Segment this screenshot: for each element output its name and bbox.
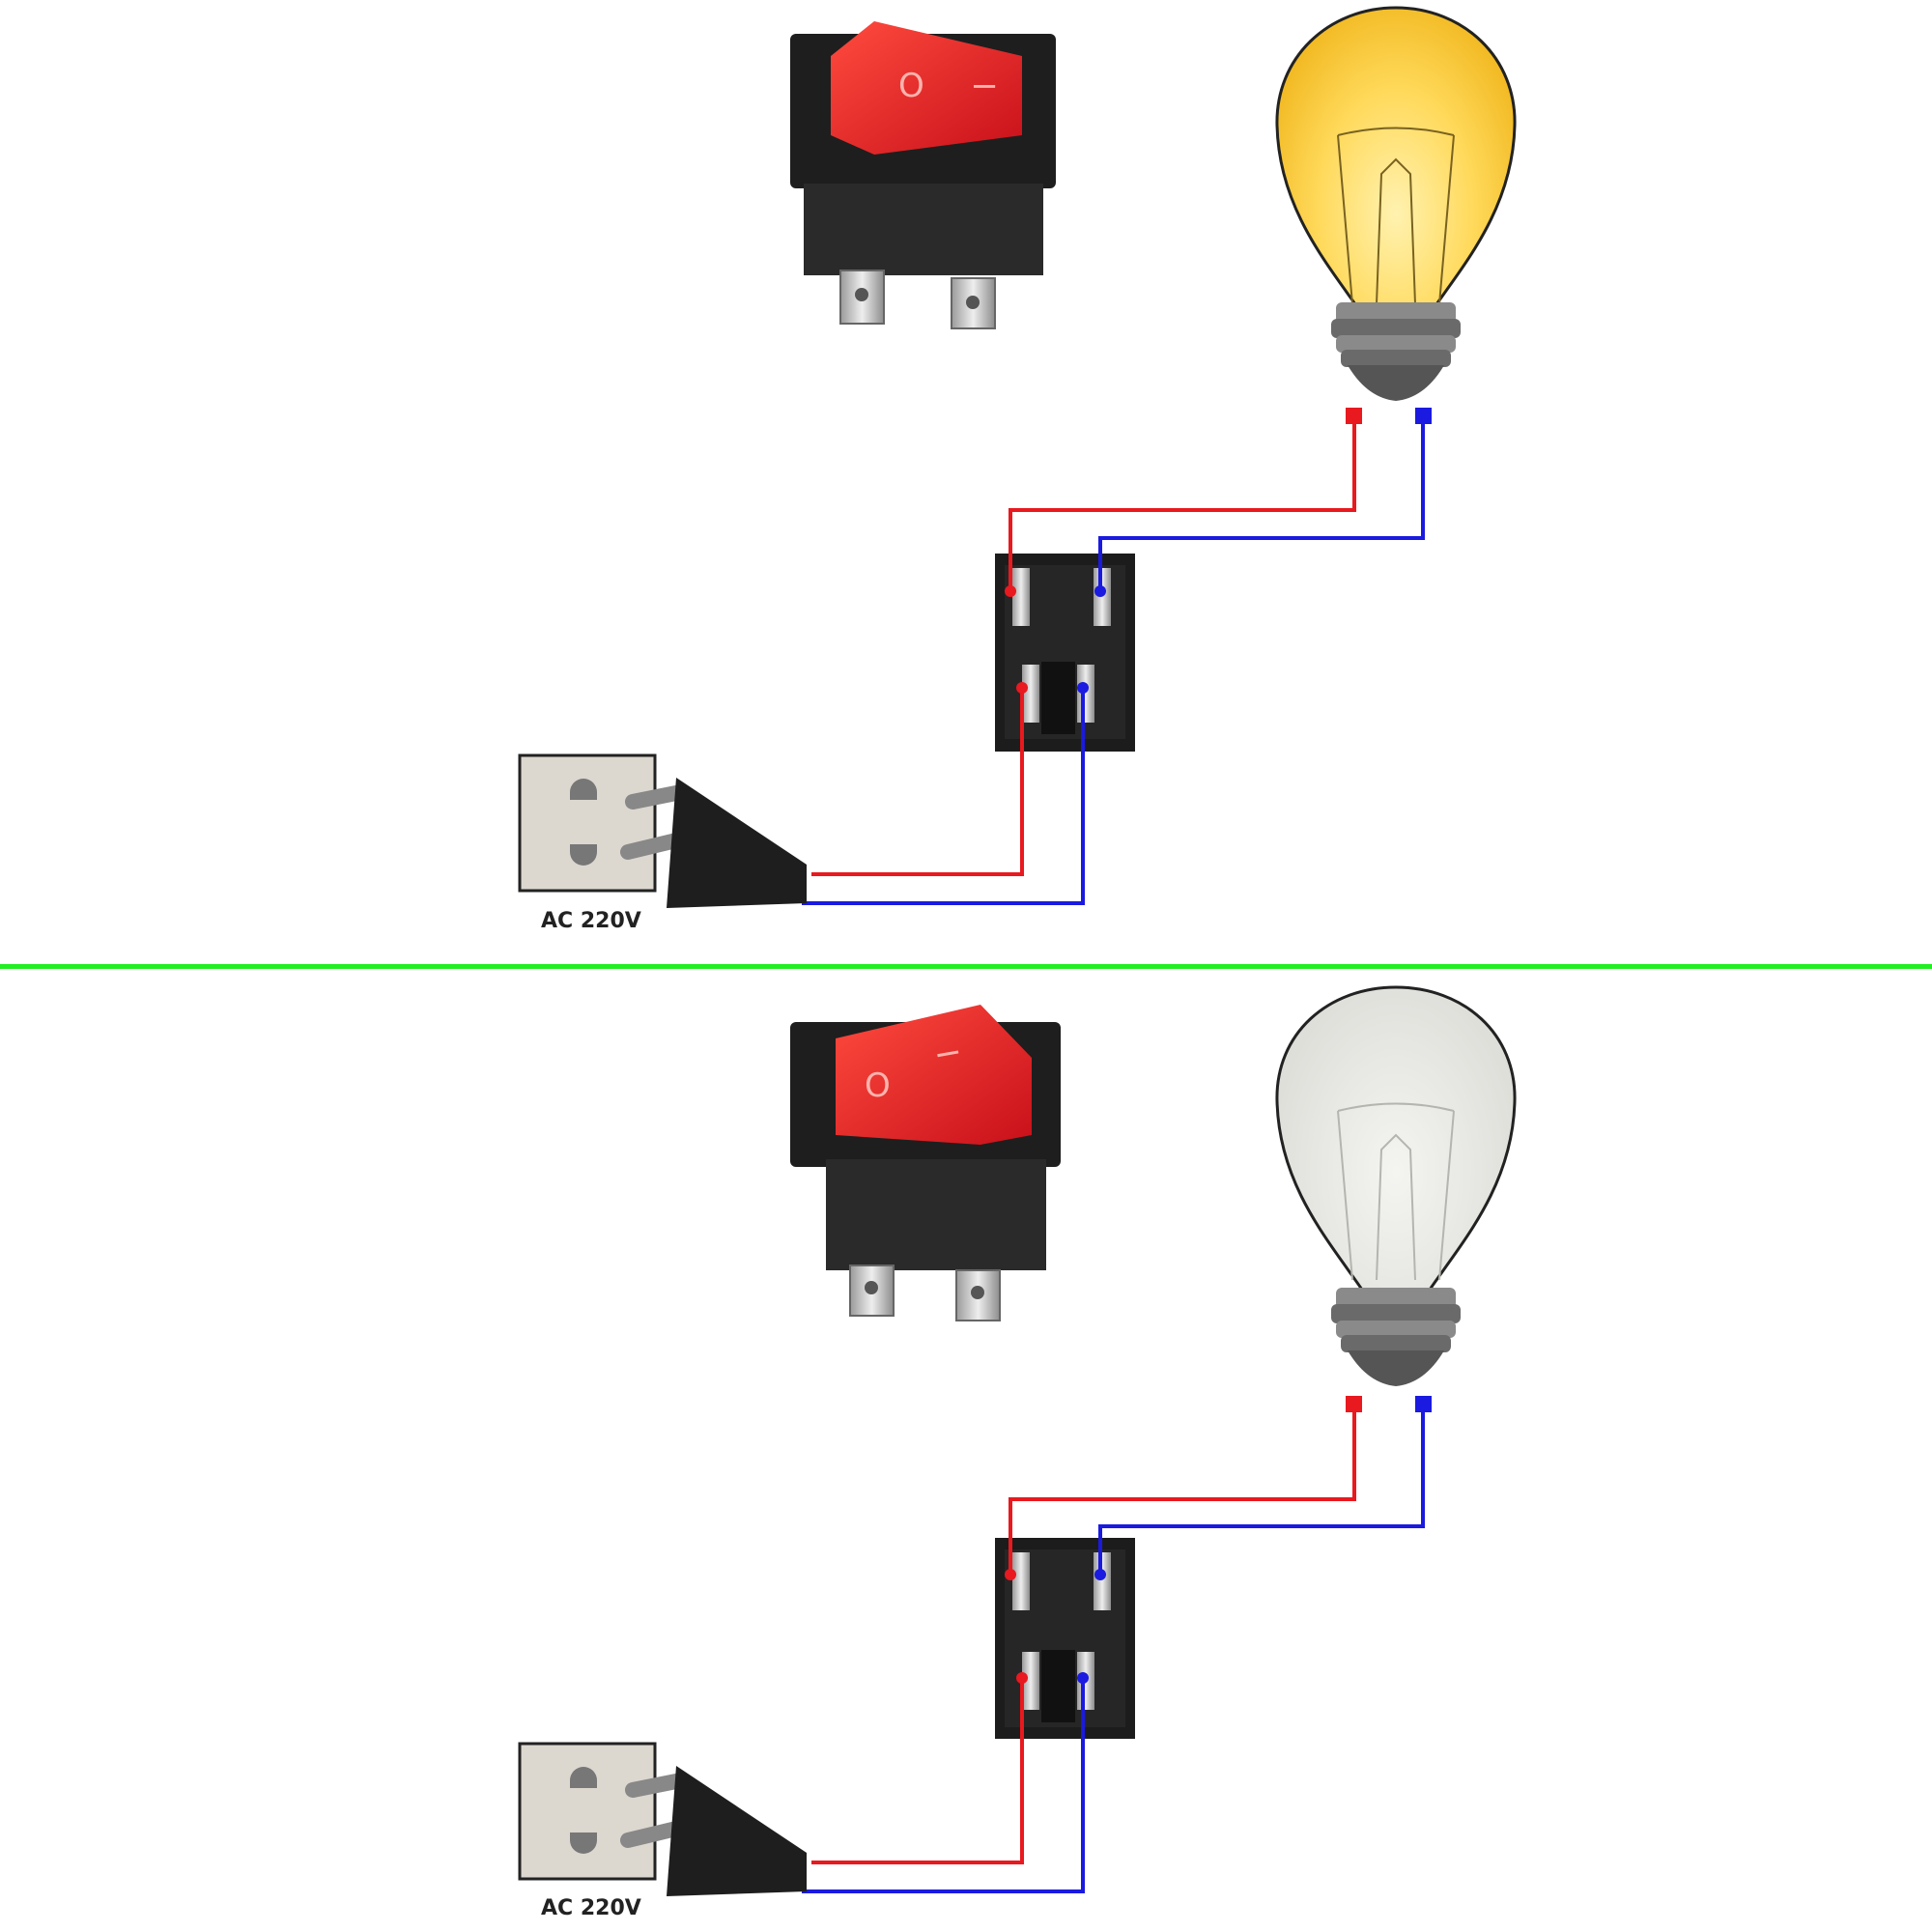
panel-switch-off: O I	[518, 985, 1517, 1920]
wall-socket	[518, 753, 657, 893]
source-label: AC 220V	[541, 1896, 641, 1920]
wire-live-source	[811, 1678, 1024, 1864]
rocker-button	[836, 1005, 1032, 1145]
wire-live-lamp	[1009, 424, 1356, 591]
source-label: AC 220V	[541, 909, 641, 933]
rocker-button	[831, 21, 1022, 155]
lamp-terminal-live	[1346, 408, 1362, 424]
rocker-symbol-on: I	[966, 82, 1000, 91]
rocker-symbol-off: O	[865, 1066, 891, 1105]
terminal-hole	[855, 288, 868, 301]
rocker-symbol-off: O	[898, 67, 924, 105]
wire-neutral-source	[802, 1678, 1085, 1893]
rocker-switch-back	[995, 1538, 1135, 1739]
rocker-switch-front: O I	[790, 1005, 1061, 1321]
lamp-terminal-neutral	[1415, 1396, 1432, 1412]
terminal-hole	[865, 1281, 878, 1294]
lamp-terminal-neutral	[1415, 408, 1432, 424]
panel-divider	[0, 964, 1932, 969]
wire-live-lamp	[1009, 1412, 1356, 1575]
terminal-hole	[966, 296, 980, 309]
light-bulb-off	[1275, 985, 1517, 1386]
rocker-switch-back	[995, 554, 1135, 752]
wiring-panel-2	[802, 1412, 1425, 1893]
rocker-switch-front: O I	[790, 21, 1056, 329]
wiring-panel-1	[802, 424, 1425, 905]
power-plug	[620, 778, 807, 908]
power-plug	[620, 1766, 807, 1896]
light-bulb-lit	[1275, 6, 1517, 401]
terminal-hole	[971, 1286, 984, 1299]
lamp-terminal-live	[1346, 1396, 1362, 1412]
panel-switch-on: O I	[518, 6, 1517, 933]
wire-neutral-lamp	[1098, 424, 1425, 591]
wire-live-source	[811, 688, 1024, 876]
wall-socket	[518, 1742, 657, 1881]
wire-neutral-source	[802, 688, 1085, 905]
wire-neutral-lamp	[1098, 1412, 1425, 1575]
